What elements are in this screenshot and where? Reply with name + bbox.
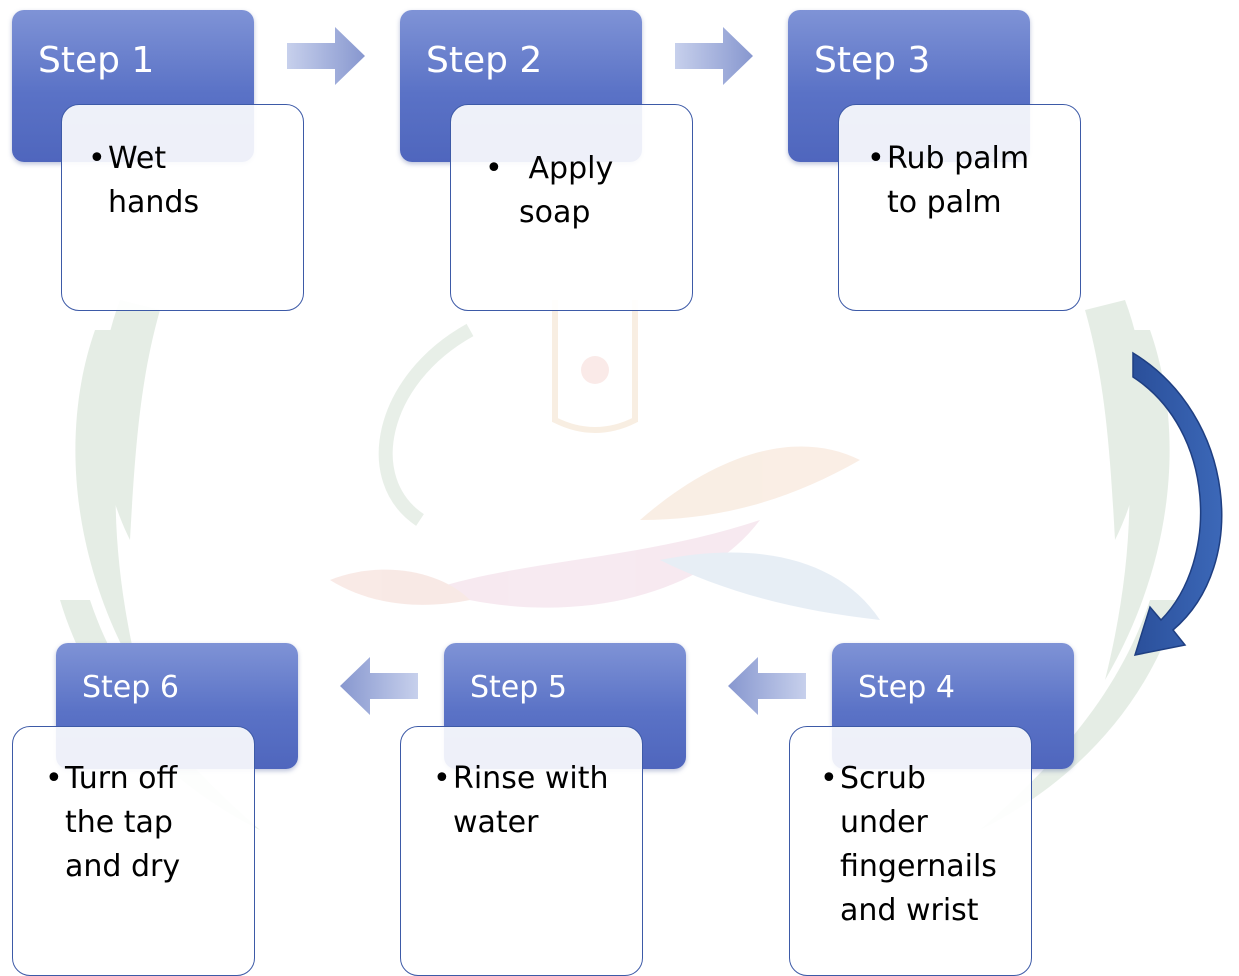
step-3-line-1: Rub palm	[887, 141, 1030, 176]
step-6-line-1: Turn off	[65, 761, 178, 796]
step-5-line-1: Rinse with	[453, 761, 609, 796]
step-2-card: • Apply soap	[450, 104, 693, 311]
step-5-text: •Rinse with water	[433, 757, 608, 845]
step-4-line-3: fingernails	[840, 849, 997, 884]
step-4-title: Step 4	[858, 670, 955, 705]
step-1-title: Step 1	[38, 40, 155, 81]
step-4-text: •Scrub under fingernails and wrist	[820, 757, 997, 933]
bullet-icon: •	[485, 151, 503, 186]
step-3-text: •Rub palm to palm	[867, 137, 1029, 225]
flow-arrow-5-to-6	[340, 657, 418, 715]
bullet-icon: •	[820, 761, 838, 796]
bullet-icon: •	[867, 141, 885, 176]
bullet-icon: •	[45, 761, 63, 796]
bullet-icon: •	[433, 761, 451, 796]
step-5-line-2: water	[453, 805, 539, 840]
step-4-card: •Scrub under fingernails and wrist	[789, 726, 1032, 976]
step-6-line-2: the tap	[65, 805, 173, 840]
step-1-card: •Wet hands	[61, 104, 304, 311]
step-1-line-1: Wet	[108, 141, 167, 176]
flow-arrow-2-to-3	[675, 27, 753, 85]
step-3-line-2: to palm	[887, 185, 1002, 220]
curved-arrow-3-to-4	[1132, 351, 1223, 656]
step-3-card: •Rub palm to palm	[838, 104, 1081, 311]
step-1-text: •Wet hands	[88, 137, 199, 225]
step-4-line-2: under	[840, 805, 928, 840]
step-4-line-1: Scrub	[840, 761, 926, 796]
step-6-card: •Turn off the tap and dry	[12, 726, 255, 976]
step-1-line-2: hands	[108, 185, 200, 220]
bullet-icon: •	[88, 141, 106, 176]
step-6-title: Step 6	[82, 670, 179, 705]
step-5-card: •Rinse with water	[400, 726, 643, 976]
step-3-title: Step 3	[814, 40, 931, 81]
flow-arrow-1-to-2	[287, 27, 365, 85]
step-5-title: Step 5	[470, 670, 567, 705]
step-2-text: • Apply soap	[485, 147, 613, 235]
step-4-line-4: and wrist	[840, 893, 979, 928]
step-2-line-2: soap	[519, 195, 591, 230]
flow-arrow-4-to-5	[728, 657, 806, 715]
step-2-title: Step 2	[426, 40, 543, 81]
step-6-text: •Turn off the tap and dry	[45, 757, 180, 889]
step-2-line-1: Apply	[519, 151, 614, 186]
step-6-line-3: and dry	[65, 849, 181, 884]
